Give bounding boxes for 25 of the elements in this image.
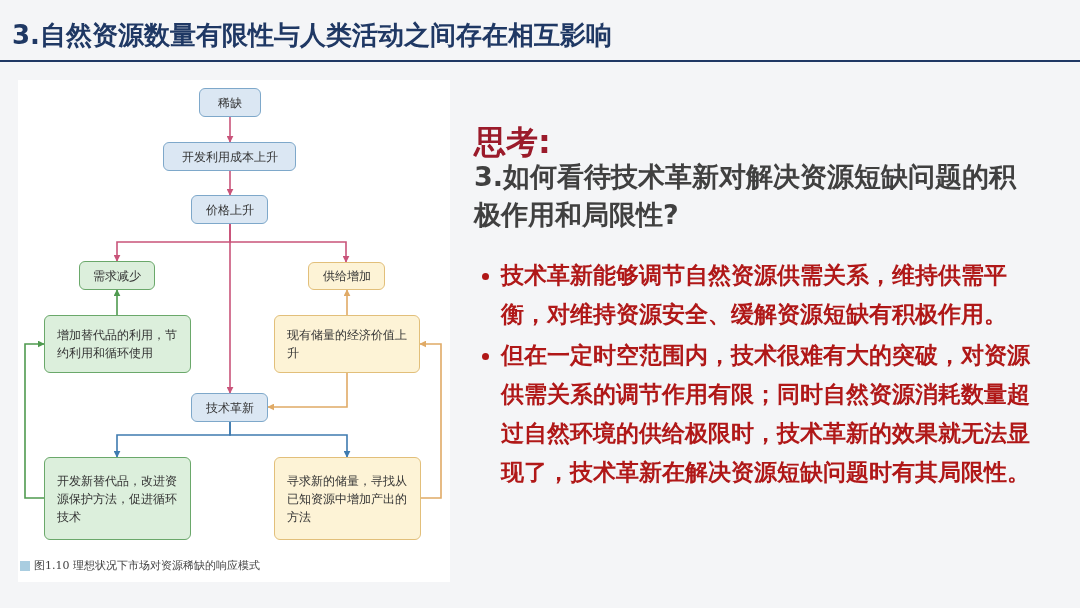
arrow <box>226 170 234 196</box>
arrow <box>226 223 234 394</box>
arrow <box>343 289 351 316</box>
figure-caption: 图1.10 理想状况下市场对资源稀缺的响应模式 <box>34 558 260 574</box>
question: 3.如何看待技术革新对解决资源短缺问题的积极作用和局限性? <box>474 160 1018 232</box>
title: 3.自然资源数量有限性与人类活动之间存在相互影响 <box>12 19 612 52</box>
arrow <box>226 116 234 143</box>
bullet-text: 但在一定时空范围内，技术很难有大的突破，对资源供需关系的调节作用有限；同时自然资源消耗数量超过自然环境的供给极限时，技术革新的效果就无法显现了，技术革新在解决资源短缺问题时有其局限性。 <box>501 341 1031 487</box>
process-box: 开发新替代品，改进资源保护方法，促进循环技术 <box>44 457 191 540</box>
process-box: 供给增加 <box>308 262 385 290</box>
bullet-text: 技术革新能够调节自然资源供需关系，维持供需平衡，对维持资源安全、缓解资源短缺有积极作用。 <box>501 261 1008 329</box>
process-box: 增加替代品的利用，节约利用和循环使用 <box>44 315 191 373</box>
process-box: 技术革新 <box>191 393 268 422</box>
process-box: 现有储量的经济价值上升 <box>274 315 420 373</box>
arrow <box>229 421 351 458</box>
process-box: 价格上升 <box>191 195 268 224</box>
arrow <box>267 372 348 411</box>
arrow <box>113 289 121 316</box>
arrow <box>24 340 45 499</box>
arrow <box>419 340 442 499</box>
process-box: 稀缺 <box>199 88 261 117</box>
process-box: 寻求新的储量，寻找从已知资源中增加产出的方法 <box>274 457 421 540</box>
heading: 思考: <box>474 122 551 163</box>
process-box: 开发利用成本上升 <box>163 142 296 171</box>
process-box: 需求减少 <box>79 261 155 290</box>
